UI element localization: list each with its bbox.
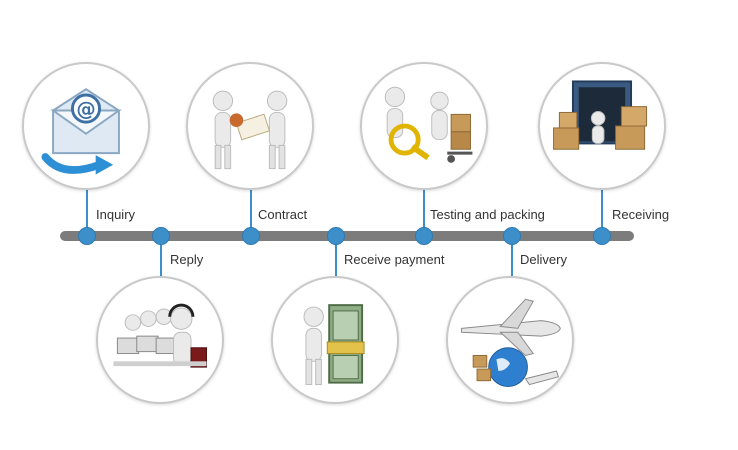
stem-reply [160, 238, 162, 276]
label-contract: Contract [258, 207, 308, 222]
node-payment [327, 227, 345, 245]
magnifier-inspection-icon [384, 86, 473, 163]
call-center-icon [113, 303, 207, 368]
label-delivery: Delivery [520, 252, 567, 267]
circle-delivery [446, 276, 574, 404]
node-testing [415, 227, 433, 245]
airplane-globe-icon [461, 298, 561, 387]
handshake-contract-icon [212, 90, 288, 170]
svg-text:@: @ [76, 97, 95, 120]
node-contract [242, 227, 260, 245]
circle-receiving [538, 62, 666, 190]
stem-delivery [511, 238, 513, 276]
label-receiving: Receiving [612, 207, 670, 222]
stem-payment [335, 238, 337, 276]
shipping-container-icon [553, 80, 648, 150]
stem-testing [423, 190, 425, 234]
stem-contract [250, 190, 252, 234]
label-receive-payment: Receive payment [344, 252, 445, 267]
node-reply [152, 227, 170, 245]
circle-inquiry: @ [22, 62, 150, 190]
circle-reply [96, 276, 224, 404]
label-inquiry: Inquiry [96, 207, 136, 222]
label-testing: Testing and packing [430, 207, 545, 222]
circle-testing [360, 62, 488, 190]
stem-receiving [601, 190, 603, 234]
email-envelope-icon: @ [41, 88, 122, 175]
node-delivery [503, 227, 521, 245]
circle-contract [186, 62, 314, 190]
label-reply: Reply [170, 252, 204, 267]
money-stack-icon [303, 304, 365, 386]
node-receiving [593, 227, 611, 245]
process-timeline [60, 231, 634, 241]
node-inquiry [78, 227, 96, 245]
stem-inquiry [86, 190, 88, 234]
circle-payment [271, 276, 399, 404]
